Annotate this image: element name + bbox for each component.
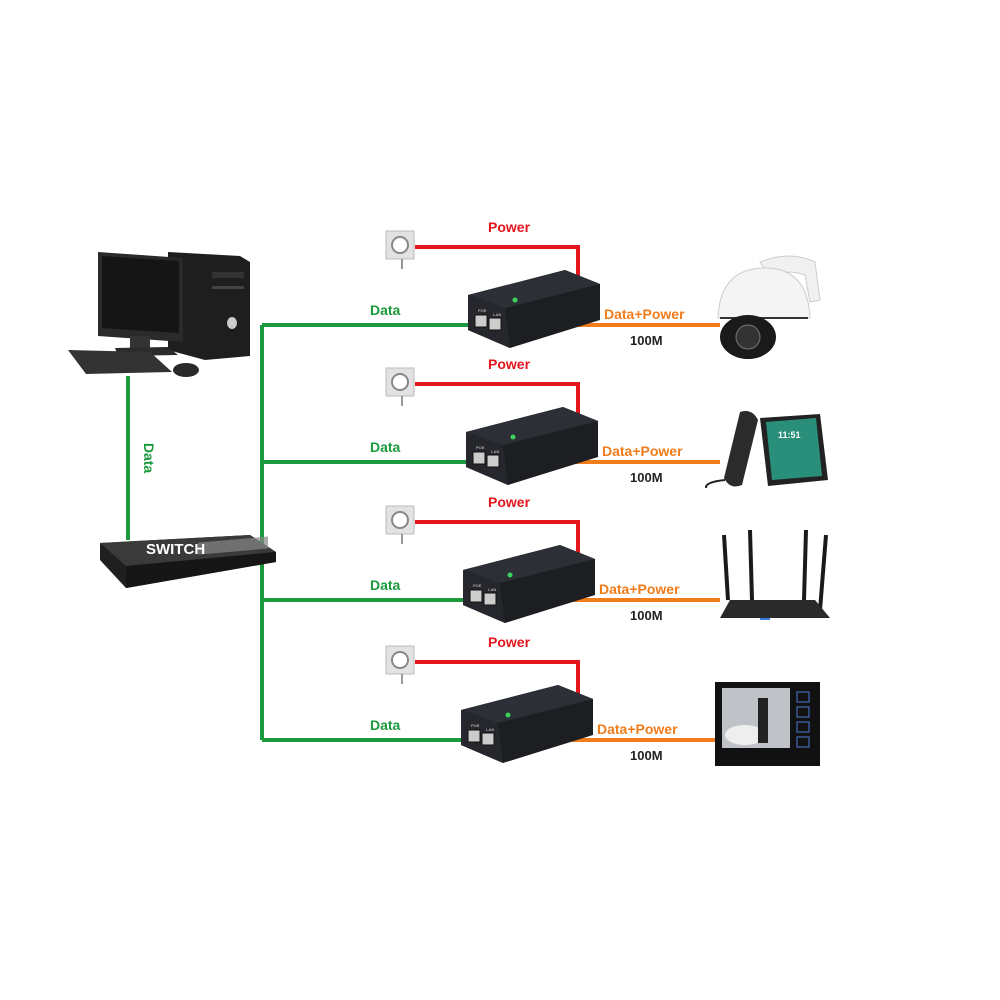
ip-phone-icon: 11:51: [704, 411, 828, 489]
lan-port: [483, 592, 497, 606]
poe-port-label: POE: [471, 723, 480, 728]
outlet-socket: [391, 651, 409, 669]
screen-car: [725, 725, 765, 745]
router-antenna: [748, 529, 754, 601]
lan-port-label: LAN: [486, 727, 494, 732]
lan-port-label: LAN: [491, 449, 499, 454]
power-line: [415, 520, 580, 562]
wall-outlet-icon: [385, 230, 415, 269]
data-label: Data: [370, 577, 401, 593]
power-label: Power: [488, 494, 531, 510]
camera-lens: [735, 324, 761, 350]
speed-label: 100M: [630, 333, 663, 348]
router-antenna: [818, 534, 828, 611]
outlet-socket: [391, 373, 409, 391]
phone-screen: [766, 418, 822, 480]
monitor-touch-button: [796, 736, 810, 748]
power-line: [415, 382, 580, 424]
status-led: [512, 297, 518, 303]
wall-outlet-icon: [385, 367, 415, 406]
monitor-touch-button: [796, 706, 810, 718]
phone-clock: 11:51: [778, 430, 801, 440]
poe-port: [472, 451, 486, 465]
router-body: [720, 600, 830, 618]
lan-port: [481, 732, 495, 746]
status-led: [507, 572, 513, 578]
data-power-label: Data+Power: [599, 581, 680, 597]
video-monitor-icon: [715, 682, 820, 766]
poe-port: [469, 589, 483, 603]
injector-top: [461, 685, 593, 723]
data-label: Data: [370, 717, 401, 733]
power-label: Power: [488, 356, 531, 372]
outlet-socket: [391, 511, 409, 529]
injector-top: [466, 407, 598, 445]
poe-port: [474, 314, 488, 328]
monitor-touch-button: [796, 691, 810, 703]
computer-data-label: Data: [141, 443, 157, 474]
router-antenna: [802, 529, 808, 601]
wall-outlet-icon: [385, 645, 415, 684]
power-line: [415, 245, 580, 287]
lan-port: [488, 317, 502, 331]
lan-port: [486, 454, 500, 468]
status-led: [505, 712, 511, 718]
data-power-label: Data+Power: [604, 306, 685, 322]
poe-port-label: POE: [476, 445, 485, 450]
switch-label: SWITCH: [146, 541, 205, 558]
data-label: Data: [370, 439, 401, 455]
wall-outlet-icon: [385, 505, 415, 544]
outlet-socket: [391, 236, 409, 254]
router-led: [760, 618, 770, 620]
wifi-router-icon: [720, 529, 830, 620]
ptz-camera-icon: [717, 255, 821, 359]
injector-top: [463, 545, 595, 583]
phone-handset: [724, 411, 758, 487]
monitor-touch-button: [796, 721, 810, 733]
router-antenna: [722, 534, 730, 601]
screen-person: [758, 698, 768, 743]
poe-injector-icon: POE LAN: [463, 545, 595, 623]
handset-cord: [704, 479, 726, 489]
injector-top: [468, 270, 600, 308]
power-line: [415, 660, 580, 702]
lan-port-label: LAN: [493, 312, 501, 317]
camera-dome: [717, 267, 811, 319]
network-switch-icon: SWITCH: [100, 535, 276, 588]
data-power-label: Data+Power: [597, 721, 678, 737]
power-label: Power: [488, 634, 531, 650]
poe-port-label: POE: [478, 308, 487, 313]
poe-injector-icon: POE LAN: [468, 270, 600, 348]
data-power-label: Data+Power: [602, 443, 683, 459]
lan-port-label: LAN: [488, 587, 496, 592]
poe-injector-icon: POE LAN: [466, 407, 598, 485]
switch-trunk-line: [260, 325, 276, 558]
status-led: [510, 434, 516, 440]
speed-label: 100M: [630, 608, 663, 623]
speed-label: 100M: [630, 470, 663, 485]
power-label: Power: [488, 219, 531, 235]
data-label: Data: [370, 302, 401, 318]
poe-injector-icon: POE LAN: [461, 685, 593, 763]
poe-port-label: POE: [473, 583, 482, 588]
poe-port: [467, 729, 481, 743]
desktop-computer-icon: [68, 252, 250, 377]
speed-label: 100M: [630, 748, 663, 763]
